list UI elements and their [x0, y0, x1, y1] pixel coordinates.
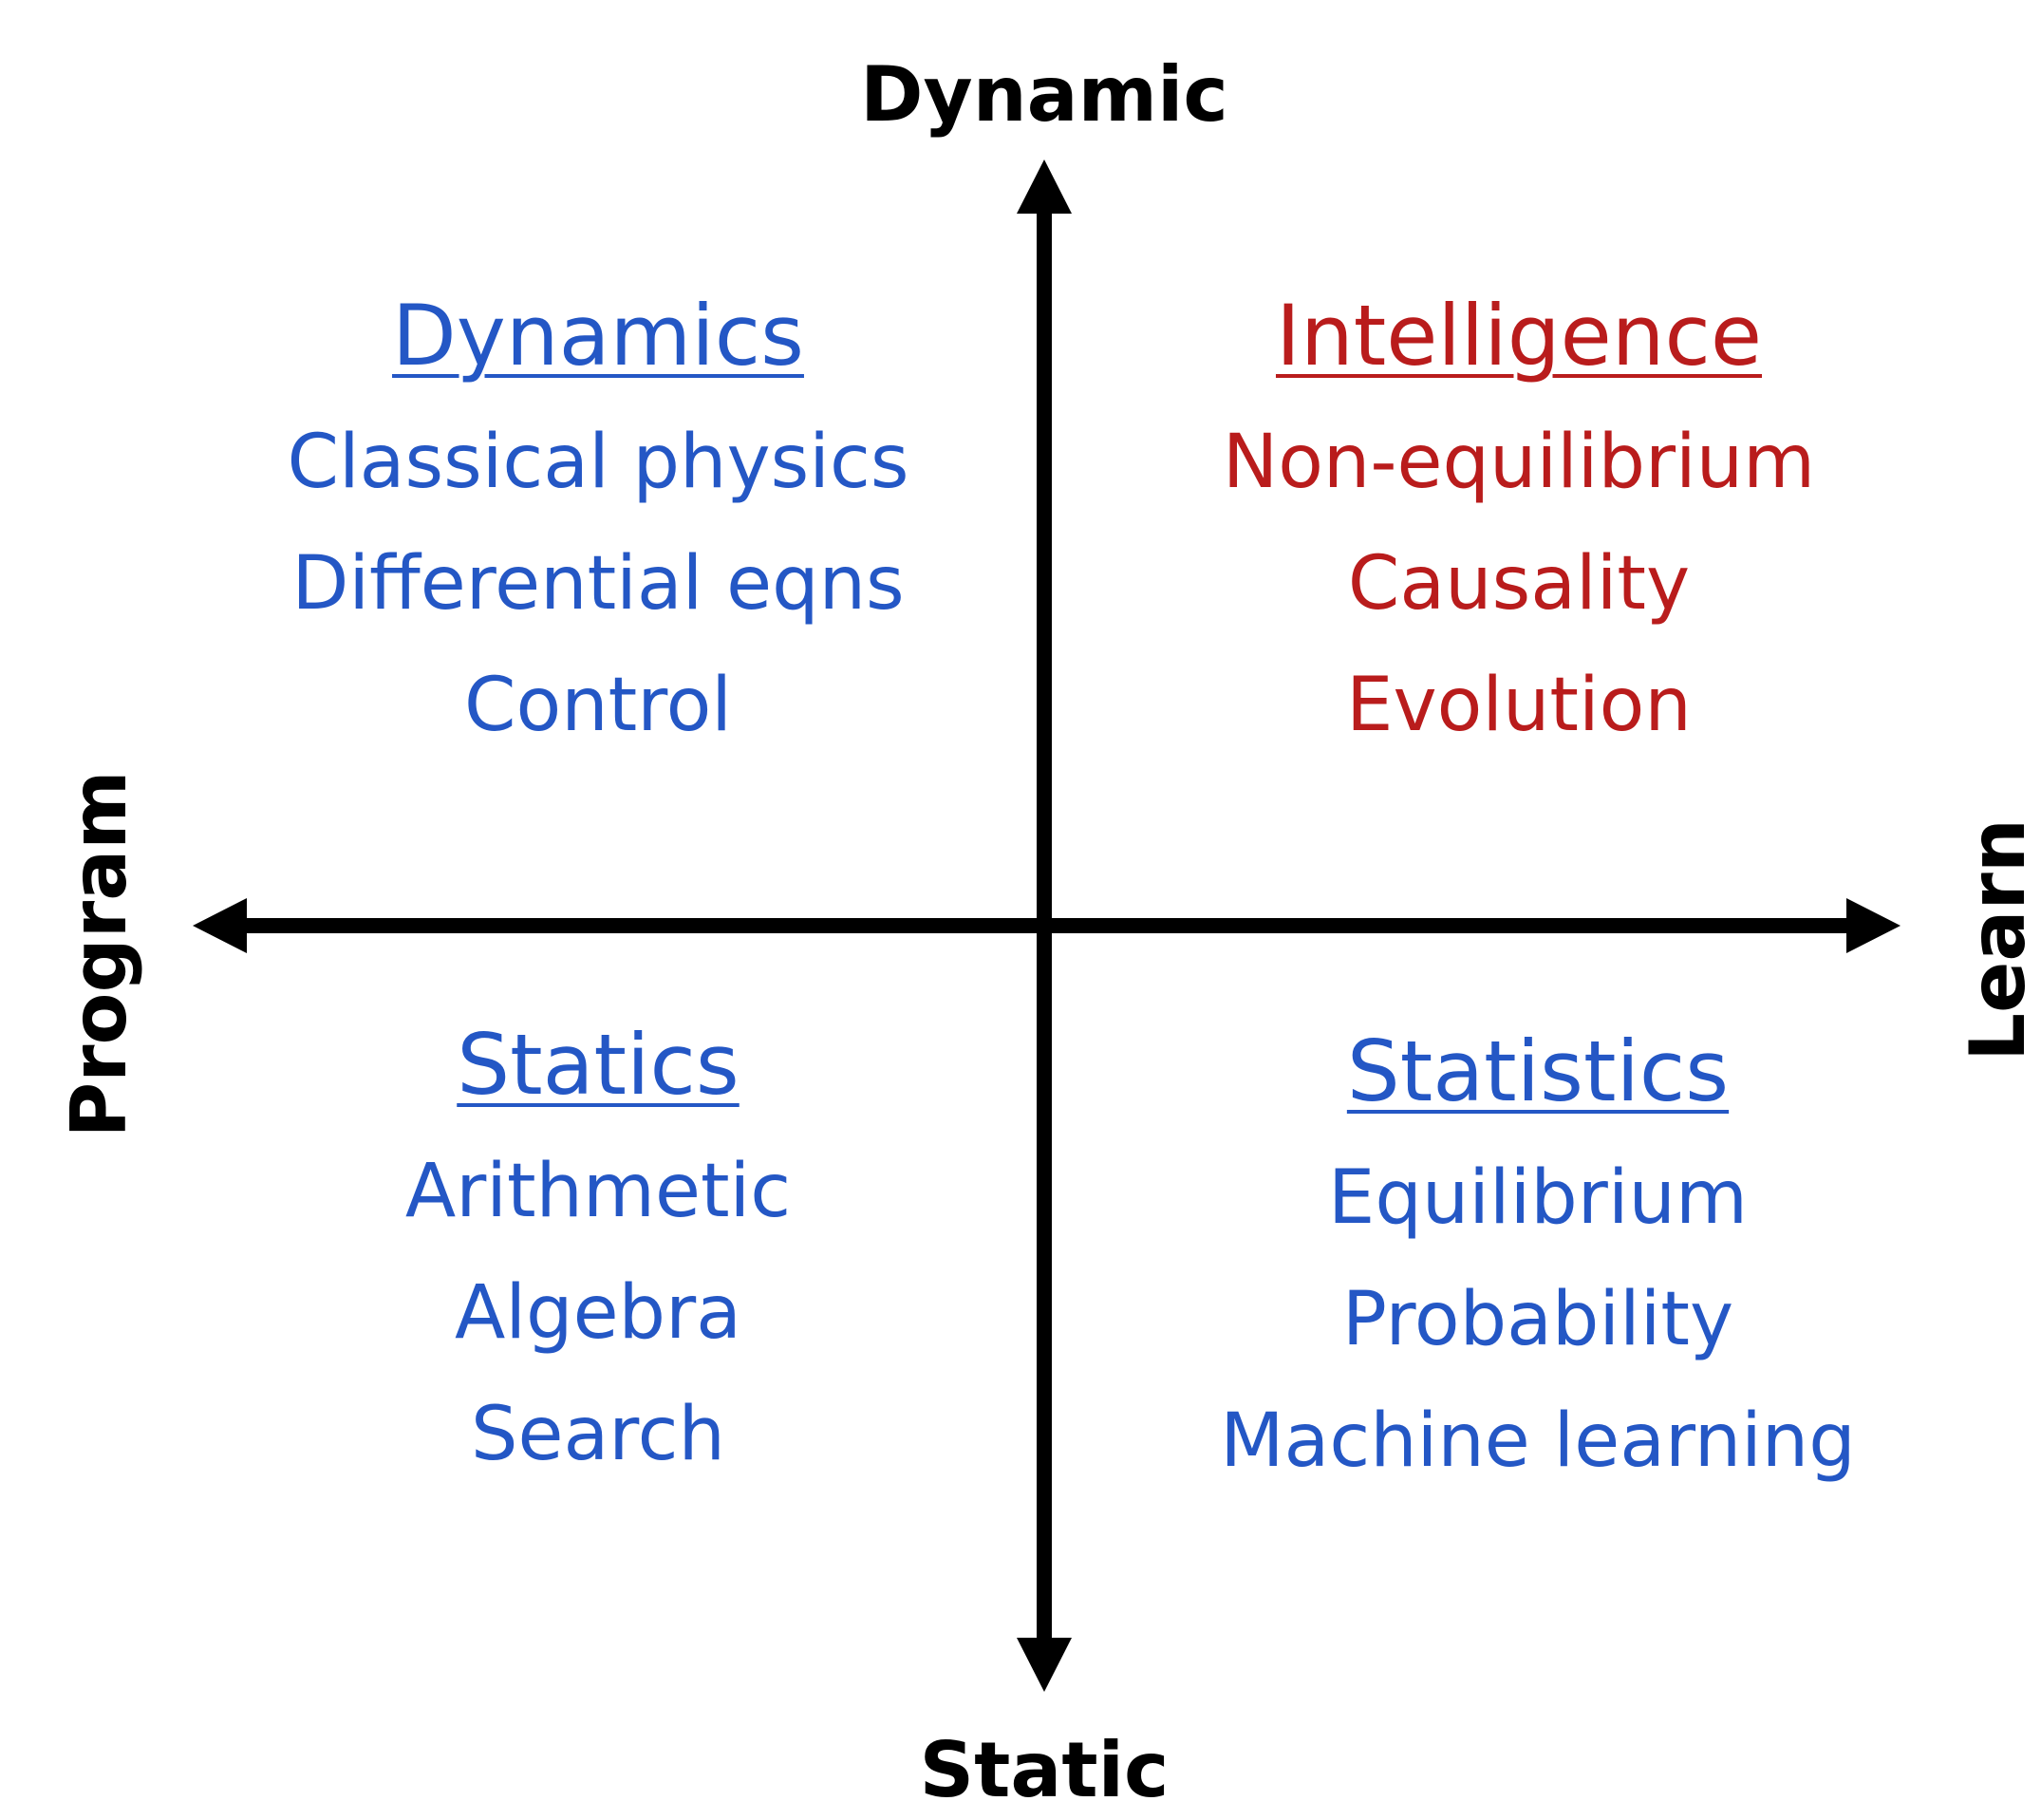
quadrant-item: Equilibrium — [1328, 1155, 1748, 1241]
quadrant-item: Classical physics — [287, 420, 909, 505]
quadrant-item: Machine learning — [1220, 1398, 1856, 1484]
axis-label-program: Program — [55, 770, 143, 1138]
quadrant-item: Arithmetic — [404, 1149, 792, 1234]
arrowhead-right — [1846, 898, 1901, 953]
quadrant-intelligence: Intelligence Non-equilibrium Causality E… — [1092, 287, 1946, 748]
quadrant-statics: Statics Arithmetic Algebra Search — [171, 1016, 1025, 1477]
arrowhead-left — [193, 898, 247, 953]
quadrant-item: Probability — [1341, 1277, 1734, 1362]
quadrant-item: Differential eqns — [291, 541, 905, 627]
quadrant-statistics: Statistics Equilibrium Probability Machi… — [1111, 1023, 1965, 1484]
quadrant-item: Causality — [1347, 541, 1691, 627]
quadrant-title: Dynamics — [392, 287, 804, 385]
arrowhead-down — [1017, 1638, 1072, 1692]
quadrant-title: Intelligence — [1275, 287, 1762, 385]
quadrant-title: Statics — [457, 1016, 740, 1114]
quadrant-item: Non-equilibrium — [1222, 420, 1816, 505]
quadrant-item: Evolution — [1346, 663, 1692, 748]
quadrant-item: Control — [464, 663, 732, 748]
axis-label-learn: Learn — [1954, 818, 2041, 1061]
arrowhead-up — [1017, 159, 1072, 214]
axis-label-dynamic: Dynamic — [860, 50, 1228, 139]
quadrant-item: Algebra — [455, 1270, 741, 1356]
quadrant-item: Search — [471, 1392, 725, 1477]
quadrant-dynamics: Dynamics Classical physics Differential … — [171, 287, 1025, 748]
axis-label-static: Static — [919, 1726, 1170, 1814]
quadrant-title: Statistics — [1346, 1023, 1730, 1120]
